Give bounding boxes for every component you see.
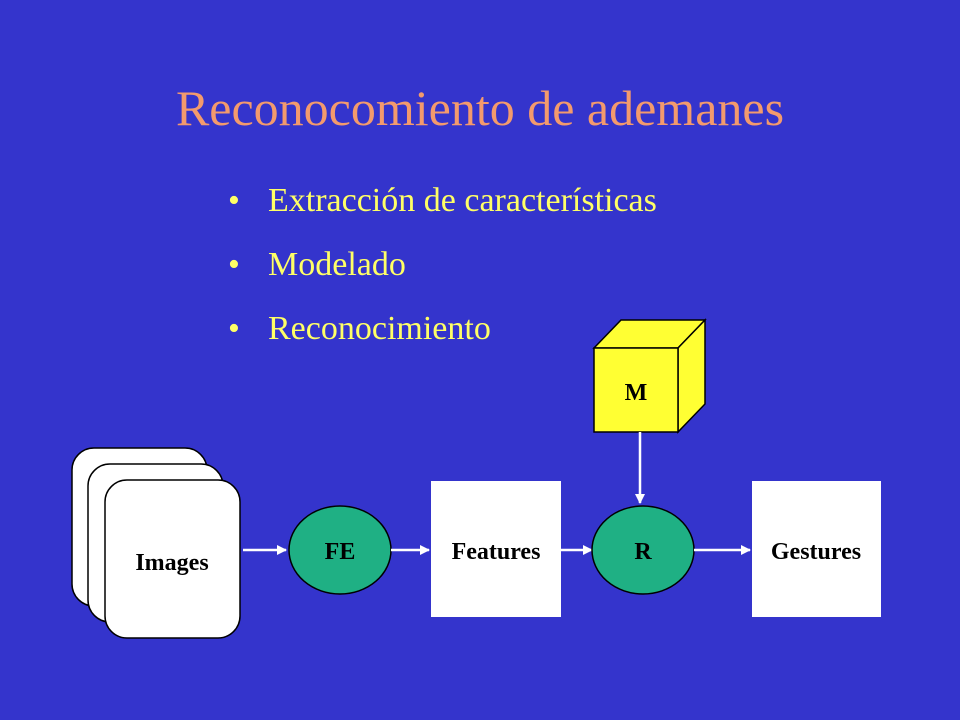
images-stack: Images [71, 447, 241, 639]
model-cube: M [592, 318, 707, 434]
features-box [431, 481, 561, 617]
images-label: Images [135, 550, 208, 576]
slide-title: Reconocomiento de ademanes [175, 80, 785, 136]
bullet-item: • Extracción de características [228, 176, 657, 240]
bullet-text: Extracción de características [268, 182, 657, 219]
gestures-label: Gestures [771, 539, 861, 565]
bullet-list: • Extracción de características • Modelado… [228, 176, 657, 368]
gestures-box [752, 481, 881, 617]
bullet-item: • Reconocimiento [228, 304, 657, 368]
m-label: M [625, 380, 648, 406]
bullet-marker: • [228, 246, 240, 283]
bullet-text: Modelado [268, 246, 406, 283]
image-card-front [104, 479, 241, 639]
bullet-item: • Modelado [228, 240, 657, 304]
bullet-text: Reconocimiento [268, 310, 491, 347]
fe-label: FE [325, 539, 356, 565]
features-label: Features [452, 539, 541, 565]
bullet-marker: • [228, 182, 240, 219]
cube-front-face [593, 347, 679, 433]
r-label: R [634, 539, 652, 565]
bullet-marker: • [228, 310, 240, 347]
